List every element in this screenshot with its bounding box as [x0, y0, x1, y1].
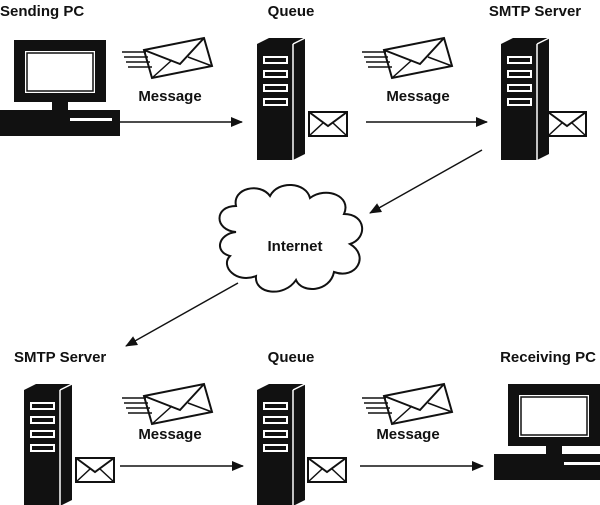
smtp-top-server-icon	[500, 37, 550, 161]
sending-pc-label: Sending PC	[0, 3, 85, 20]
queue-top-envelope-icon	[308, 111, 348, 137]
message-top-1-label: Message	[138, 88, 202, 105]
queue-bottom-server-icon	[256, 383, 306, 505]
smtp-bottom-envelope-icon	[75, 457, 115, 483]
arrow-internet-to-smtp	[125, 282, 239, 347]
smtp-top-envelope-icon	[547, 111, 587, 137]
message-bottom-2-label: Message	[376, 426, 440, 443]
message-top-1-envelope-icon	[121, 37, 213, 79]
internet-cloud-icon	[218, 184, 364, 293]
smtp-server-bottom-label: SMTP Server	[14, 349, 107, 366]
queue-top-server-icon	[256, 37, 306, 161]
receiving-pc-label: Receiving PC	[500, 349, 596, 366]
smtp-bottom-server-icon	[23, 383, 73, 505]
smtp-server-top-label: SMTP Server	[488, 3, 582, 20]
message-top-2-envelope-icon	[361, 37, 453, 79]
message-bottom-1-label: Message	[138, 426, 202, 443]
message-top-2-label: Message	[386, 88, 450, 105]
queue-bottom-envelope-icon	[307, 457, 347, 483]
internet-label: Internet	[267, 238, 323, 255]
message-bottom-2-envelope-icon	[361, 383, 453, 425]
queue-bottom-label: Queue	[267, 349, 315, 366]
arrow-smtp-to-internet	[369, 149, 483, 214]
sending-pc-computer-icon	[0, 39, 121, 137]
receiving-pc-computer-icon	[493, 383, 600, 481]
message-bottom-1-envelope-icon	[121, 383, 213, 425]
queue-top-label: Queue	[267, 3, 315, 20]
